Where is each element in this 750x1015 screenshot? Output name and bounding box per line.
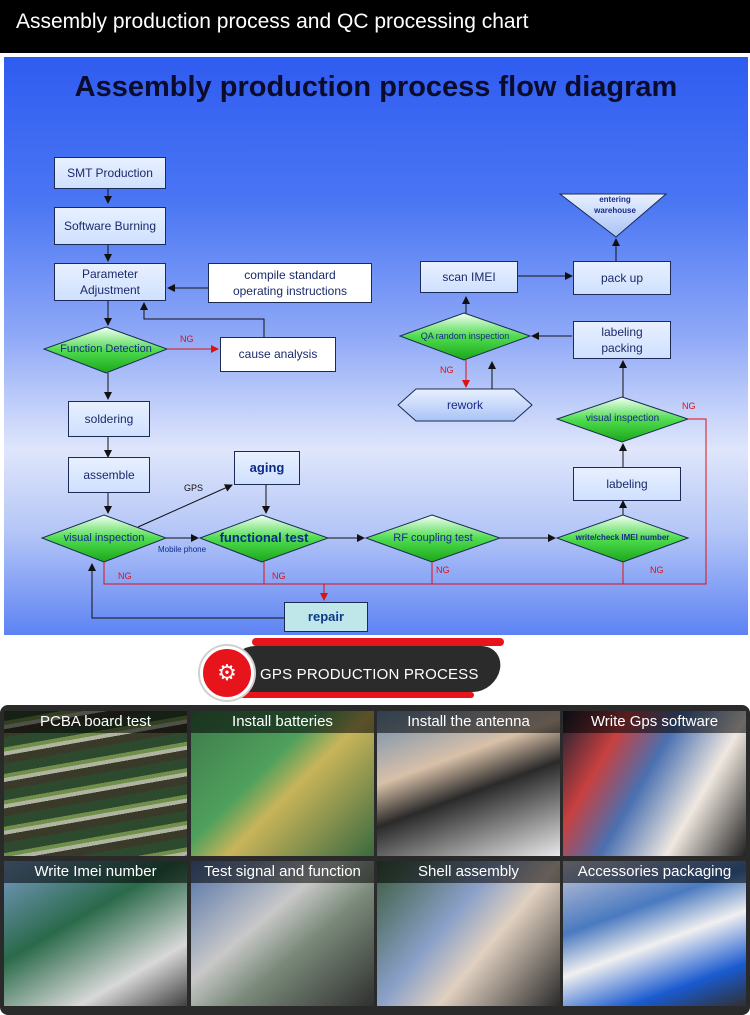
diagram-title: Assembly production process flow diagram [74,71,678,103]
node-software-burning: Software Burning [54,207,166,245]
banner-accent [226,692,474,698]
section-banner: ⚙ GPS PRODUCTION PROCESS [200,638,515,700]
photo-caption: Test signal and function [191,861,374,883]
gears-icon: ⚙ [200,646,254,700]
node-visual-inspection-1: visual inspection [63,531,145,544]
photo-caption: Shell assembly [377,861,560,883]
node-functional-test: functional test [219,530,309,546]
photo-image [4,861,187,1006]
node-soldering: soldering [68,401,150,437]
node-smt-production: SMT Production [54,157,166,189]
photo-write-imei-number: Write Imei number [4,861,187,1006]
ng-label: NG [180,334,194,344]
node-assemble: assemble [68,457,150,493]
process-photo-gallery: PCBA board test Install batteries Instal… [0,705,750,1015]
node-labeling: labeling [573,467,681,501]
node-scan-imei: scan IMEI [420,261,518,293]
qa-diamond [398,312,532,361]
rework-hexagon [397,388,533,422]
flow-connectors [40,189,707,619]
ng-label: NG [436,565,450,575]
ng-label: NG [650,565,664,575]
photo-pcba-board-test: PCBA board test [4,711,187,856]
photo-shell-assembly: Shell assembly [377,861,560,1006]
ng-label: NG [118,571,132,581]
photo-accessories-packaging: Accessories packaging [563,861,746,1006]
node-compile-instructions: compile standard operating instructions [208,263,372,303]
gps-label: GPS [184,483,204,493]
photo-image [563,861,746,1006]
node-rework: rework [446,397,483,412]
photo-image [4,711,187,856]
node-cause-analysis: cause analysis [220,337,336,372]
photo-image [191,861,374,1006]
banner-accent [252,638,504,646]
photo-install-batteries: Install batteries [191,711,374,856]
ng-label: NG [272,571,286,581]
node-qa-random-inspection: QA random inspection [420,330,510,341]
node-parameter-adjustment: Parameter Adjustment [54,263,166,301]
function-detection-diamond [42,326,169,374]
photo-caption: Accessories packaging [563,861,746,883]
visual-inspection-2-diamond [555,396,690,443]
photo-install-antenna: Install the antenna [377,711,560,856]
photo-test-signal-function: Test signal and function [191,861,374,1006]
banner-label: GPS PRODUCTION PROCESS [260,666,479,683]
header-bar: Assembly production process and QC proce… [0,0,750,53]
ng-label: NG [440,365,454,375]
photo-image [377,711,560,856]
photo-caption: Write Gps software [563,711,746,733]
photo-caption: Write Imei number [4,861,187,883]
page-title: Assembly production process and QC proce… [16,10,529,33]
photo-caption: Install the antenna [377,711,560,733]
flow-diagram: Assembly production process flow diagram… [4,57,748,635]
node-imei: write/check IMEI number [575,532,670,542]
node-repair: repair [284,602,368,632]
node-labeling-packing: labeling packing [573,321,671,359]
photo-caption: Install batteries [191,711,374,733]
node-visual-inspection-2: visual inspection [585,413,660,425]
photo-image [191,711,374,856]
node-rf-coupling: RF coupling test [393,531,473,544]
photo-write-gps-software: Write Gps software [563,711,746,856]
photo-image [563,711,746,856]
mobile-phone-label: Mobile phone [158,545,207,554]
node-function-detection: Function Detection [60,342,152,355]
functional-test-diamond [198,514,330,563]
node-pack-up: pack up [573,261,671,295]
warehouse-triangle [558,193,668,238]
node-aging: aging [234,451,300,485]
photo-image [377,861,560,1006]
photo-caption: PCBA board test [4,711,187,733]
ng-label: NG [682,401,696,411]
node-entering-warehouse: entering warehouse [594,195,636,215]
